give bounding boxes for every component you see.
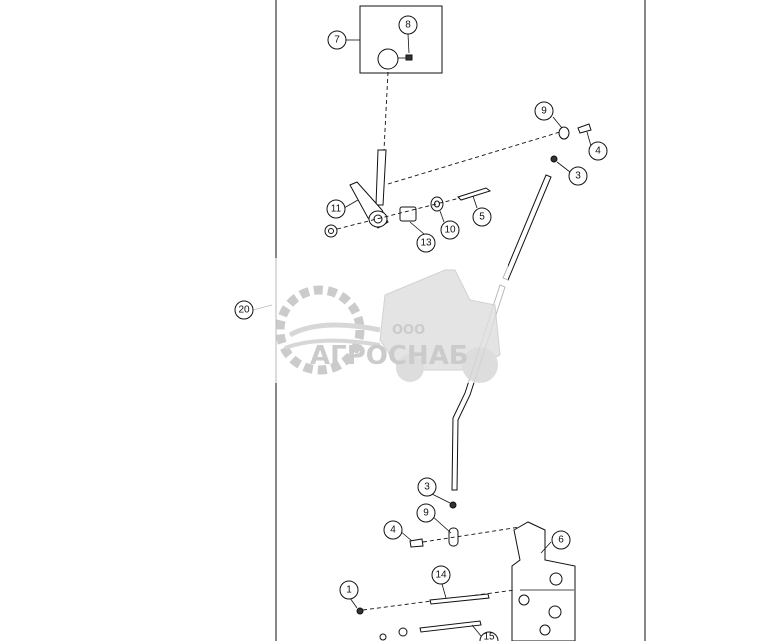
callout-11: 11 bbox=[326, 199, 346, 219]
valve-mounting-bolts bbox=[356, 589, 516, 641]
harvester-silhouette-icon bbox=[379, 269, 501, 383]
svg-text:8: 8 bbox=[405, 20, 411, 31]
callout-14: 14 bbox=[431, 565, 451, 585]
svg-text:13: 13 bbox=[420, 238, 432, 249]
callout-20: 20 bbox=[234, 300, 254, 320]
svg-text:9: 9 bbox=[541, 106, 547, 117]
callout-6: 6 bbox=[551, 530, 571, 550]
lever-knob bbox=[377, 48, 399, 70]
watermark-company-name: АГРОСНАБ bbox=[310, 341, 469, 371]
svg-text:1: 1 bbox=[346, 585, 352, 596]
pivot-bolt bbox=[457, 187, 492, 201]
knob-detail-box bbox=[346, 5, 443, 74]
control-valve-body bbox=[511, 521, 576, 641]
svg-text:4: 4 bbox=[595, 146, 601, 157]
control-rod-upper bbox=[502, 174, 552, 281]
knob-axis-line bbox=[383, 71, 389, 151]
callout-7: 7 bbox=[327, 30, 347, 50]
callout-4-top: 4 bbox=[588, 141, 608, 161]
svg-text:5: 5 bbox=[479, 212, 485, 223]
callout-1: 1 bbox=[339, 580, 359, 600]
lower-linkage-hardware bbox=[409, 501, 521, 548]
callout-13: 13 bbox=[416, 233, 436, 253]
clevis-upper bbox=[558, 126, 570, 140]
control-lever bbox=[375, 149, 387, 206]
callout-15: 15 bbox=[479, 632, 499, 641]
svg-text:15: 15 bbox=[483, 632, 495, 641]
svg-text:9: 9 bbox=[423, 508, 429, 519]
knob-pin bbox=[405, 54, 413, 61]
tie-rod-upper bbox=[429, 593, 490, 605]
callout-4-bottom: 4 bbox=[383, 520, 403, 540]
clevis-pin-lower bbox=[409, 538, 424, 548]
gear-logo-icon bbox=[275, 285, 381, 375]
lock-nut-lower bbox=[449, 501, 457, 509]
svg-text:4: 4 bbox=[390, 525, 396, 536]
svg-text:7: 7 bbox=[334, 35, 340, 46]
agrosnab-watermark: ООО АГРОСНАБ bbox=[244, 258, 508, 383]
callout-5: 5 bbox=[472, 207, 492, 227]
svg-text:10: 10 bbox=[444, 225, 456, 236]
watermark-prefix: ООО bbox=[392, 323, 425, 338]
clevis-pin-upper bbox=[577, 123, 592, 134]
svg-text:3: 3 bbox=[424, 482, 430, 493]
svg-text:14: 14 bbox=[435, 570, 447, 581]
callout-10: 10 bbox=[440, 220, 460, 240]
svg-text:20: 20 bbox=[238, 305, 250, 316]
callout-9-top: 9 bbox=[534, 101, 554, 121]
callout-9-bottom: 9 bbox=[416, 503, 436, 523]
callout-3-top: 3 bbox=[568, 166, 588, 186]
svg-text:11: 11 bbox=[331, 204, 342, 215]
upper-linkage-hardware bbox=[502, 123, 592, 281]
svg-text:3: 3 bbox=[575, 171, 581, 182]
callout-8: 8 bbox=[398, 15, 418, 35]
bolt-nut bbox=[356, 607, 364, 615]
tie-rod-lower bbox=[419, 620, 482, 633]
callout-3-bottom: 3 bbox=[417, 477, 437, 497]
svg-text:6: 6 bbox=[558, 535, 564, 546]
lock-nut-upper bbox=[550, 155, 558, 163]
spacer-bushing bbox=[399, 206, 417, 222]
upper-lever-assembly bbox=[324, 131, 561, 238]
